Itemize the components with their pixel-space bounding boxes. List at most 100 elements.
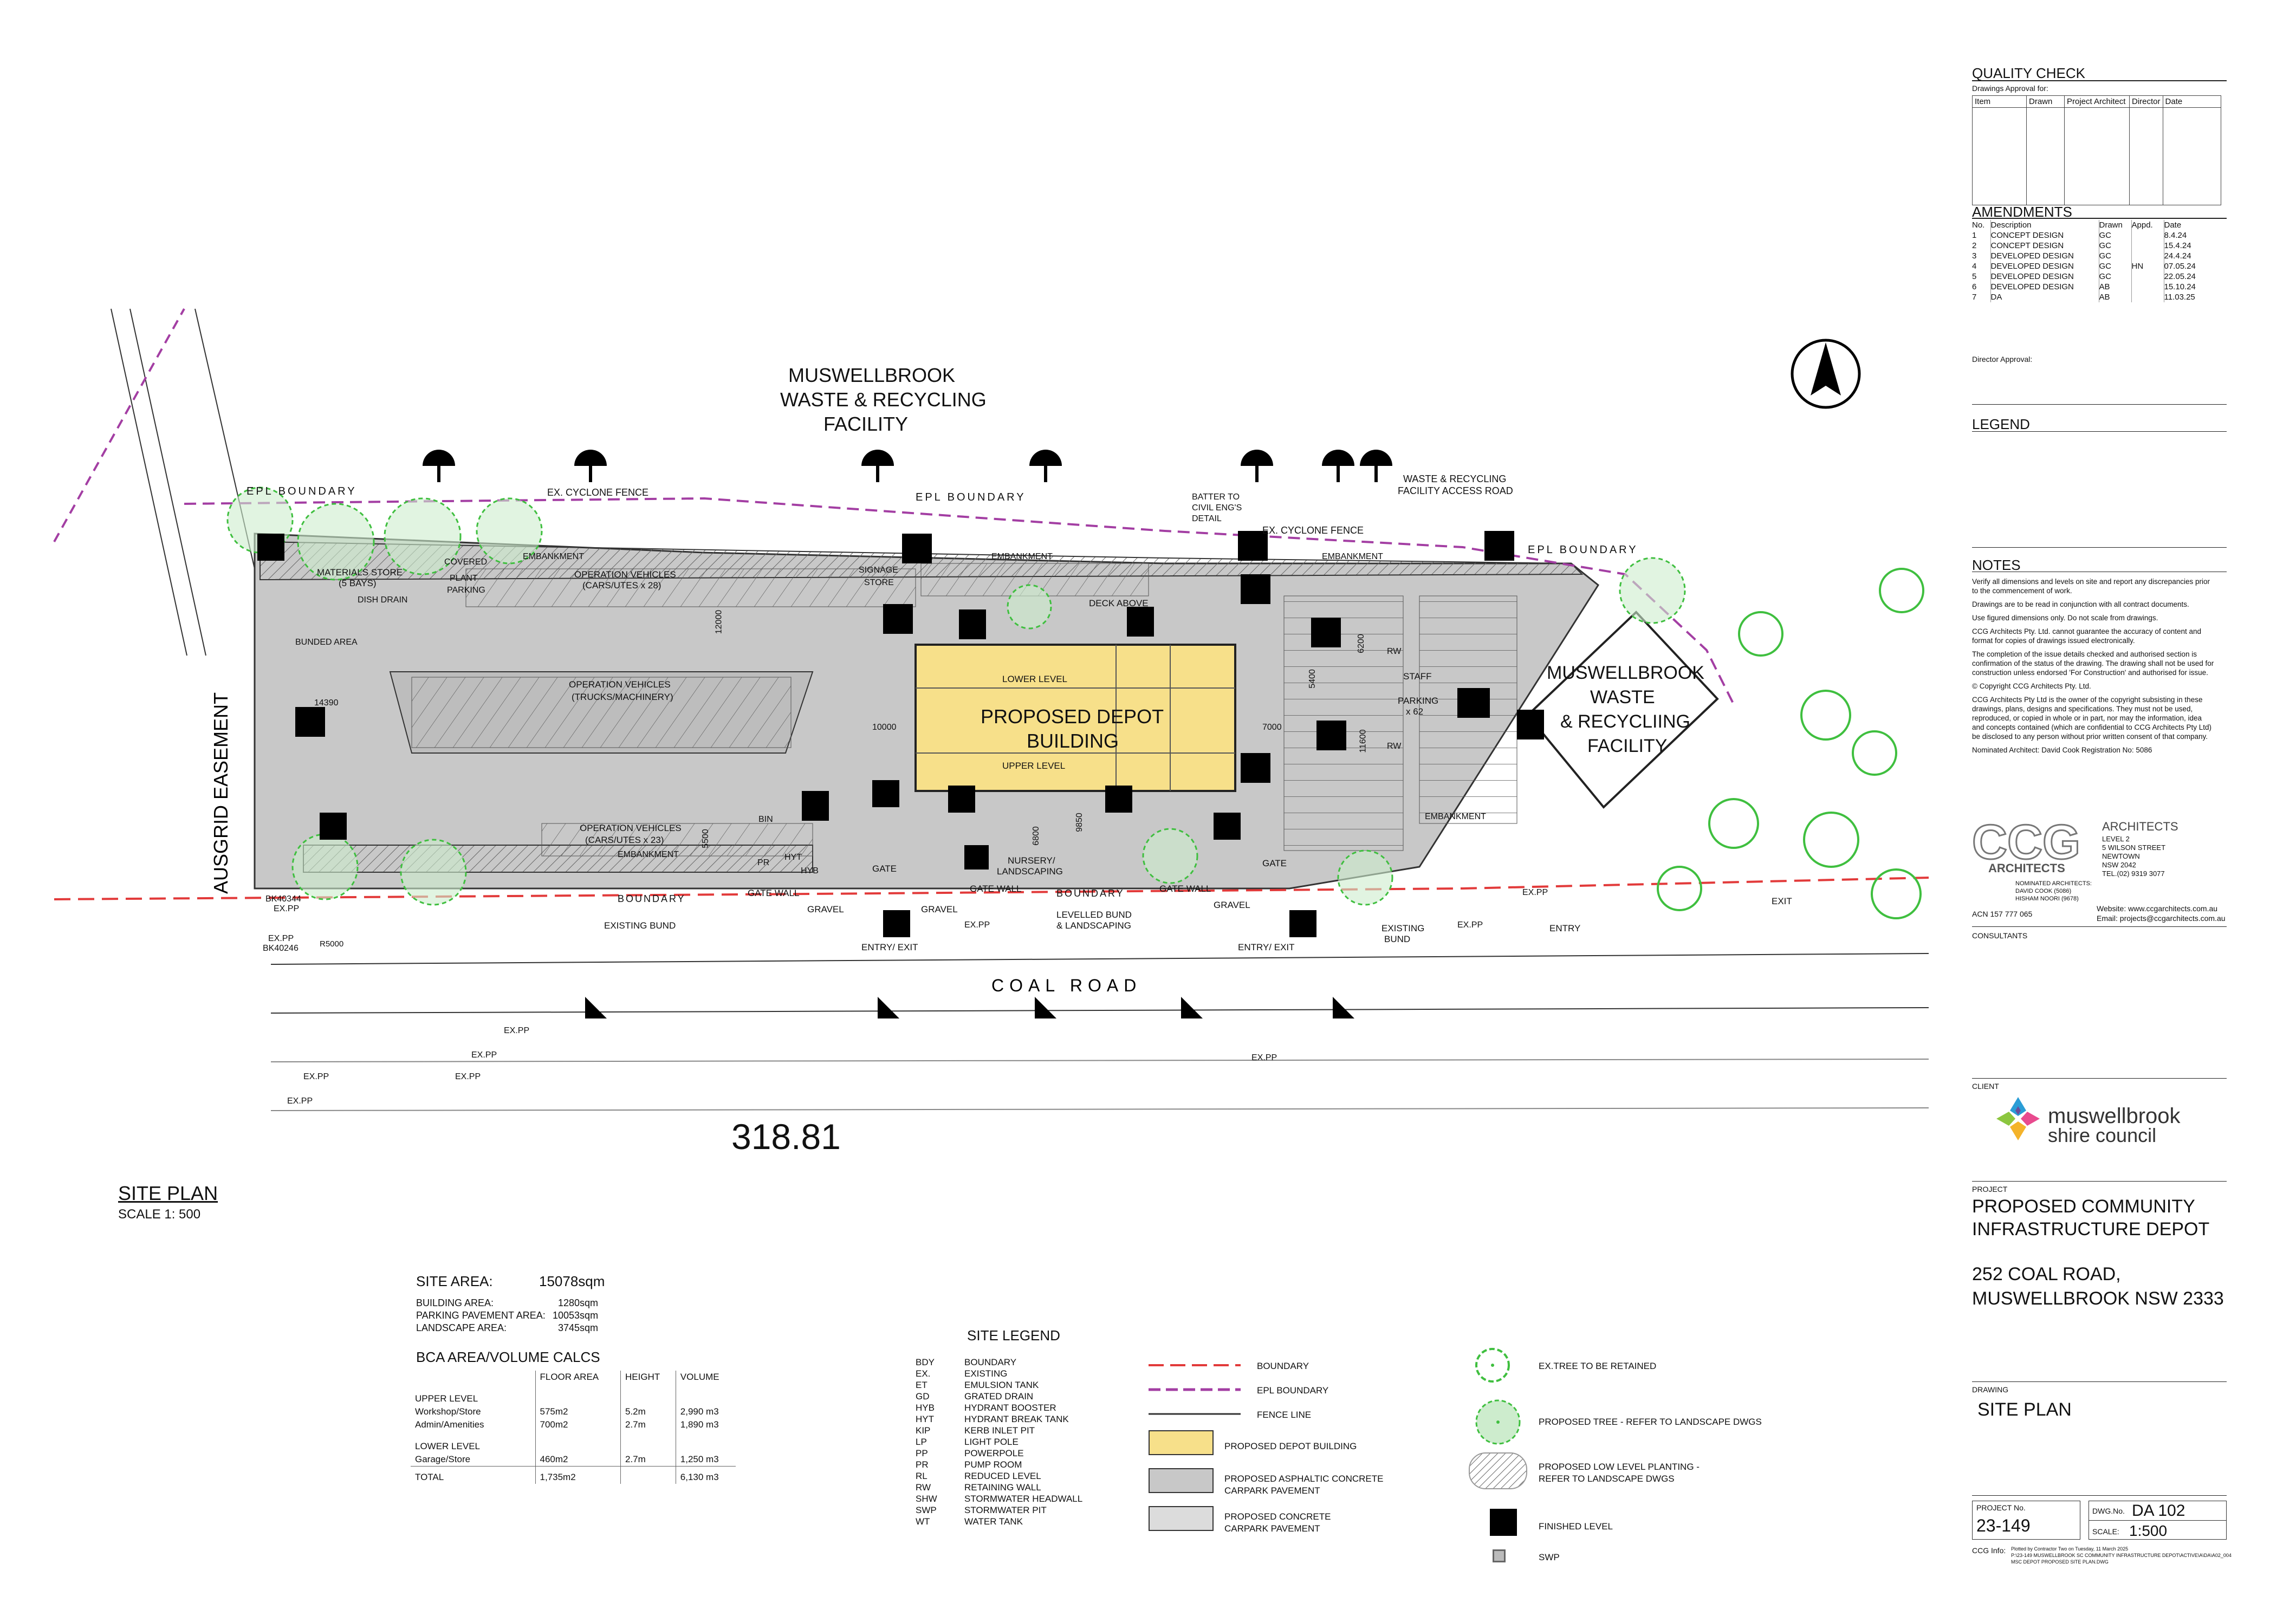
abbreviation-code: HYT bbox=[916, 1414, 934, 1424]
note-item: © Copyright CCG Architects Pty. Ltd. bbox=[1972, 682, 2091, 690]
legend-concrete-swatch bbox=[1149, 1506, 1214, 1531]
waste-access-2: FACILITY ACCESS ROAD bbox=[1398, 485, 1513, 496]
bca-upper: UPPER LEVEL bbox=[415, 1393, 478, 1404]
gate-2: GATE bbox=[1262, 858, 1287, 868]
drawing-block-name: SITE PLAN bbox=[1977, 1399, 2072, 1420]
r5000-label: R5000 bbox=[320, 939, 344, 949]
legend-finished-level-label: FINISHED LEVEL bbox=[1539, 1521, 1613, 1532]
note-item: Verify all dimensions and levels on site… bbox=[1972, 578, 2210, 595]
bca-title: BCA AREA/VOLUME CALCS bbox=[416, 1349, 600, 1365]
scale-label: SCALE: bbox=[2092, 1527, 2119, 1536]
abbreviation-code: PR bbox=[916, 1459, 929, 1470]
upper-level-label: UPPER LEVEL bbox=[1002, 761, 1066, 771]
ex-pp-4: EX.PP bbox=[471, 1050, 497, 1060]
architect-address-5: TEL.(02) 9319 3077 bbox=[2102, 870, 2165, 878]
site-area-label: SITE AREA: bbox=[416, 1273, 493, 1289]
waste-facility-outline bbox=[1526, 611, 1719, 809]
dim-6800: 6800 bbox=[1031, 826, 1041, 846]
abbreviation-meaning: STORMWATER PIT bbox=[964, 1505, 1047, 1515]
quality-check-approval: Drawings Approval for: bbox=[1972, 84, 2048, 93]
dim-7000: 7000 bbox=[1262, 723, 1282, 732]
staff-parking-3: x 62 bbox=[1406, 706, 1424, 717]
depot-label-2: BUILDING bbox=[1027, 730, 1119, 752]
ccg-info-label: CCG Info: bbox=[1972, 1546, 2006, 1555]
nominated-1: NOMINATED ARCHITECTS: bbox=[2015, 880, 2092, 887]
bca-cell: 700m2 bbox=[535, 1418, 621, 1431]
bca-col-floor: FLOOR AREA bbox=[535, 1371, 621, 1384]
amendment-cell: 2 bbox=[1972, 241, 1991, 251]
entry-label: ENTRY bbox=[1549, 923, 1581, 933]
amendment-cell: 8.4.24 bbox=[2164, 231, 2187, 240]
epl-boundary-label-3: EPL BOUNDARY bbox=[1528, 544, 1638, 556]
epl-boundary-label-2: EPL BOUNDARY bbox=[916, 491, 1026, 503]
op-vehicles-bottom-1: OPERATION VEHICLES bbox=[580, 823, 682, 833]
legend-concrete-label-1: PROPOSED CONCRETE bbox=[1224, 1511, 1331, 1522]
parking-area-value: 10053sqm bbox=[553, 1310, 599, 1321]
legend-tree-proposed-label: PROPOSED TREE - REFER TO LANDSCAPE DWGS bbox=[1539, 1417, 1762, 1427]
dim-5400: 5400 bbox=[1307, 669, 1317, 689]
bca-cell: Workshop/Store bbox=[415, 1406, 481, 1417]
op-vehicles-bottom-2: (CARS/UTES x 23) bbox=[585, 835, 664, 845]
amendment-cell: GC bbox=[2099, 230, 2132, 241]
op-vehicles-top-1: OPERATION VEHICLES bbox=[574, 569, 676, 580]
ex-pp-8: EX.PP bbox=[1251, 1053, 1277, 1062]
ex-pp-2: EX.PP bbox=[268, 934, 294, 943]
legend-tree-retained-icon bbox=[1475, 1348, 1510, 1383]
bca-cell: 460m2 bbox=[535, 1453, 621, 1467]
amendment-cell: 4 bbox=[1972, 261, 1991, 271]
amendment-cell bbox=[2131, 241, 2164, 251]
abbreviation-meaning: STORMWATER HEADWALL bbox=[964, 1494, 1083, 1504]
amendment-cell: 1 bbox=[1972, 230, 1991, 241]
amendment-cell: DEVELOPED DESIGN bbox=[1990, 282, 2099, 292]
depot-label-1: PROPOSED DEPOT bbox=[981, 705, 1164, 728]
council-logo-icon bbox=[1996, 1097, 2040, 1140]
amendment-cell: 6 bbox=[1972, 282, 1991, 292]
note-item: The completion of the issue details chec… bbox=[1972, 650, 2214, 677]
facility-right-label-4: FACILITY bbox=[1587, 736, 1668, 756]
amendment-cell: AB bbox=[2099, 282, 2132, 292]
ex-pp-3: EX.PP bbox=[504, 1026, 530, 1035]
amendment-cell: DEVELOPED DESIGN bbox=[1990, 271, 2099, 282]
coal-road-label: COAL ROAD bbox=[991, 976, 1141, 995]
client-name-2: shire council bbox=[2048, 1124, 2157, 1146]
abbreviation-meaning: EXISTING bbox=[964, 1368, 1008, 1379]
bca-cell: 5.2m bbox=[620, 1405, 676, 1418]
legend-title: LEGEND bbox=[1972, 416, 2030, 432]
dwg-no-label: DWG.No. bbox=[2092, 1507, 2125, 1515]
title-block: QUALITY CHECK Drawings Approval for: Ite… bbox=[1971, 60, 2254, 1609]
abbreviation-code: LP bbox=[916, 1437, 927, 1447]
bca-total bbox=[620, 1466, 676, 1484]
batter-1: BATTER TO bbox=[1192, 492, 1240, 502]
abbreviation-meaning: WATER TANK bbox=[964, 1516, 1023, 1527]
quality-check-title: QUALITY CHECK bbox=[1972, 65, 2086, 81]
embankment-label-3: EMBANKMENT bbox=[1322, 552, 1383, 561]
level-marker: 318.81 bbox=[731, 1117, 841, 1157]
op-vehicles-top-2: (CARS/UTES x 28) bbox=[582, 580, 661, 591]
trees-existing bbox=[1657, 568, 1924, 919]
architect-email: Email: projects@ccgarchitects.com.au bbox=[2097, 914, 2226, 923]
abbreviation-code: RL bbox=[916, 1471, 928, 1481]
qc-col: Director bbox=[2129, 95, 2163, 108]
legend-epl-label: EPL BOUNDARY bbox=[1257, 1385, 1329, 1396]
bca-cell: 1,890 m3 bbox=[675, 1418, 736, 1431]
embankment-label-4: EMBANKMENT bbox=[618, 850, 679, 859]
architect-address-4: NSW 2042 bbox=[2102, 861, 2136, 869]
project-address-1: 252 COAL ROAD, bbox=[1972, 1264, 2121, 1284]
note-item: CCG Architects Pty Ltd is the owner of t… bbox=[1972, 696, 2211, 741]
dim-6200: 6200 bbox=[1356, 634, 1366, 653]
cyclone-fence-label-1: EX. CYCLONE FENCE bbox=[547, 487, 649, 498]
truck-bay-stalls bbox=[411, 677, 792, 748]
materials-store-1: MATERIALS STORE bbox=[317, 567, 403, 578]
ausgrid-easement-lines bbox=[53, 308, 255, 656]
amendment-cell: AB bbox=[2099, 292, 2132, 302]
signage-store-2: STORE bbox=[864, 578, 894, 587]
legend-boundary-label: BOUNDARY bbox=[1257, 1361, 1309, 1371]
bca-cell: 575m2 bbox=[535, 1405, 621, 1418]
embankment-label-1: EMBANKMENT bbox=[523, 552, 584, 561]
note-item: Use figured dimensions only. Do not scal… bbox=[1972, 614, 2158, 622]
